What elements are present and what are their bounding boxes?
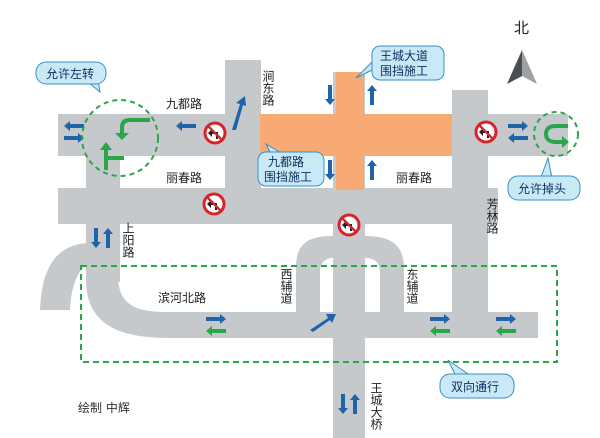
left-turn-circle [81, 99, 159, 177]
road-label-xifu: 西辅道 [279, 268, 293, 304]
no-left-turn-sign-1 [203, 121, 227, 145]
road-network [40, 60, 568, 438]
u-turn-circle [533, 111, 579, 157]
arrow-wangcheng-north-2 [367, 160, 377, 180]
no-left-turn-sign-4 [337, 213, 361, 237]
road-dongfu [365, 236, 404, 338]
road-label-wangcheng-bridge: 王城大桥 [369, 382, 383, 431]
north-arrow-icon [507, 50, 537, 84]
callout-wangcheng-construction: 王城大道 围挡施工 [355, 45, 445, 81]
callout-jiudu-construction: 九都路 围挡施工 [257, 142, 325, 187]
callout-allow-u-turn-text: 允许掉头 [518, 181, 566, 196]
road-label-shangyang: 上阳路 [121, 222, 135, 259]
callout-jiudu-line2: 围挡施工 [264, 170, 312, 184]
traffic-arrows [64, 85, 528, 414]
construction-zones [260, 72, 452, 190]
road-label-lichun-east: 丽春路 [396, 170, 432, 185]
closure-jiudu-road [260, 114, 452, 156]
arrow-jiandong-turn [232, 96, 246, 130]
north-label: 北 [514, 19, 529, 37]
road-label-lichun-west: 丽春路 [166, 170, 202, 185]
two-way-zone-outline [80, 265, 558, 363]
arrow-wangcheng-north [367, 85, 377, 105]
callout-wangcheng-line1: 王城大道 [380, 49, 428, 63]
road-label-dongfu: 东辅道 [405, 268, 419, 304]
road-jiandong [225, 60, 261, 224]
credit-text: 绘制 中辉 [78, 400, 130, 415]
green-up-turn-arrow [100, 142, 124, 170]
callout-allow-u-turn: 允许掉头 [507, 156, 581, 201]
callout-two-way: 双向通行 [439, 359, 515, 399]
green-u-turn-arrow [544, 124, 569, 148]
road-xifu [296, 236, 333, 338]
callout-jiudu-line1: 九都路 [268, 154, 304, 169]
no-left-turn-sign-3 [474, 120, 498, 144]
road-label-jiudu: 九都路 [166, 96, 202, 111]
road-shangyang-curve [40, 243, 120, 310]
callout-allow-left-turn-text: 允许左转 [46, 66, 94, 81]
callout-wangcheng-line2: 围挡施工 [380, 64, 428, 78]
callout-two-way-text: 双向通行 [451, 379, 499, 394]
road-binhe-north [86, 262, 538, 338]
road-wangcheng-bridge [333, 204, 365, 438]
road-lichun [58, 188, 498, 224]
road-label-jiandong: 涧东路 [261, 70, 275, 107]
green-left-turn-arrow [115, 118, 150, 140]
road-label-fanglin: 芳林路 [485, 198, 499, 235]
road-label-binhe-north: 滨河北路 [158, 290, 206, 305]
callout-allow-left-turn: 允许左转 [35, 61, 107, 94]
arrow-xifu-turn [310, 314, 336, 332]
no-left-turn-sign-2 [202, 192, 226, 216]
